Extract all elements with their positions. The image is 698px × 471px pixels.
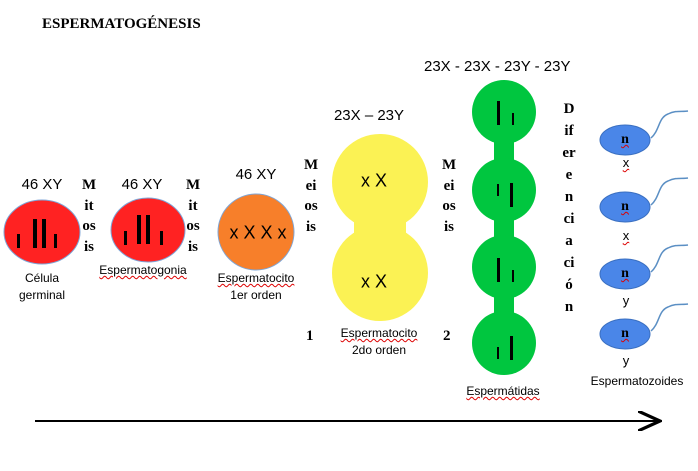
espermatocito2-chromosomes-top: x X <box>360 170 388 191</box>
espermatidas-cells <box>472 80 536 375</box>
meiosis1-number: 1 <box>306 328 314 344</box>
espermatocito1-cell <box>217 193 295 271</box>
espermatidas-ploidy: 23X - 23X - 23Y - 23Y <box>424 58 571 75</box>
espermatocito2-label-line2: 2do orden <box>351 343 407 357</box>
sperm-nucleus: n <box>621 199 629 214</box>
espermatocito1-label-line1: Espermatocito <box>217 271 295 285</box>
espermatozoides-label: Espermatozoides <box>590 374 684 388</box>
germinal-ploidy: 46 XY <box>21 176 63 193</box>
meiosis1-label: Meiosis <box>304 157 319 235</box>
sperm-nucleus: n <box>621 326 629 341</box>
espermatocito2-label-line1: Espermatocito <box>340 326 418 340</box>
sperm-type: y <box>622 353 630 368</box>
germinal-label-line1: Célula <box>24 271 60 285</box>
sperm-type: x <box>622 155 630 170</box>
espermatocito1-label-line2: 1er orden <box>230 288 282 302</box>
espermatogonia-label: Espermatogonia <box>99 263 187 277</box>
germinal-label-line2: germinal <box>18 288 66 302</box>
diferenciacion-label: Diferenciación <box>562 101 576 315</box>
espermatidas-chromosomes <box>497 101 514 360</box>
espermatocito2-ploidy: 23X – 23Y <box>333 107 405 124</box>
meiosis2-number: 2 <box>443 328 451 344</box>
sperm-type: y <box>622 293 630 308</box>
espermatocito2-cell <box>332 134 428 321</box>
meiosis2-label: Meiosis <box>442 157 457 235</box>
espermatocito1-ploidy: 46 XY <box>235 166 277 183</box>
sperm-type: x <box>622 228 630 243</box>
germinal-chromosomes <box>17 219 57 248</box>
espermatocito2-label: Espermatocito 2do orden <box>341 325 418 359</box>
mitosis1-label: Mitosis <box>82 177 97 255</box>
sperm-nucleus: n <box>621 266 629 281</box>
espermatogonia-ploidy: 46 XY <box>121 176 163 193</box>
espermatocito1-label: Espermatocito 1er orden <box>218 270 295 304</box>
espermatocito2-chromosomes-bottom: x X <box>360 271 388 292</box>
espermatidas-label: Espermátidas <box>466 384 540 398</box>
page-title: ESPERMATOGÉNESIS <box>42 16 201 32</box>
germinal-label: Célula germinal <box>19 270 65 304</box>
sperm-nucleus: n <box>621 132 629 147</box>
espermatocito1-chromosomes: x X X x <box>229 222 287 243</box>
espermatogonia-chromosomes <box>124 215 163 245</box>
espermatozoides-shapes <box>599 110 689 350</box>
mitosis2-label: Mitosis <box>186 177 201 255</box>
